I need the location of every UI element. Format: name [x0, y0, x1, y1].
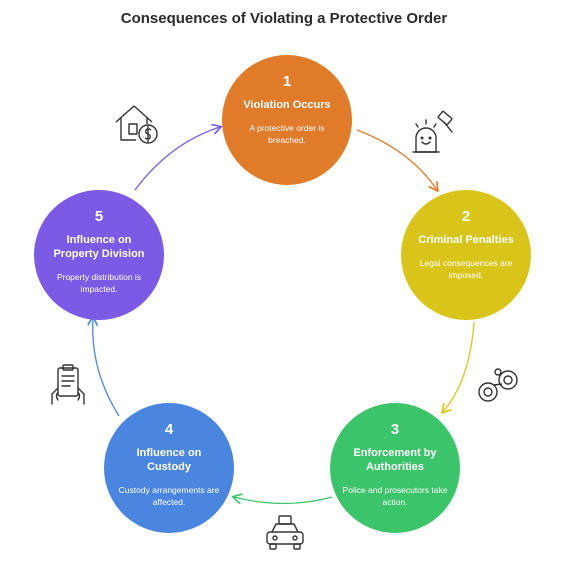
step-4-number: 4 — [164, 421, 174, 438]
police-car-icon — [262, 510, 308, 554]
step-4-circle: 4 Influence on Custody Custody arrangeme… — [104, 403, 234, 533]
house-dollar-icon — [112, 100, 162, 148]
step-1-description: A protective order is breached. — [249, 123, 325, 145]
step-2-heading: Criminal Penalties — [418, 234, 514, 246]
step-3-number: 3 — [390, 421, 400, 438]
step-3-description: Police and prosecutors take action. — [342, 485, 448, 507]
step-1-circle: 1 Violation Occurs A protective order is… — [222, 55, 352, 185]
arrow-2-to-3 — [443, 321, 475, 412]
alarm-gavel-icon — [408, 108, 458, 158]
step-4-heading: Influence on Custody — [136, 447, 202, 473]
step-5-description: Property distribution is impacted. — [56, 272, 142, 294]
step-5-heading: Influence on Property Division — [53, 234, 145, 260]
arrow-3-to-4 — [234, 497, 333, 505]
step-3-circle: 3 Enforcement by Authorities Police and … — [330, 403, 460, 533]
step-3-heading: Enforcement by Authorities — [353, 447, 437, 473]
step-1-number: 1 — [282, 73, 292, 90]
step-5-number: 5 — [94, 208, 104, 225]
step-1-heading: Violation Occurs — [243, 99, 331, 111]
step-5-circle: 5 Influence on Property Division Propert… — [34, 190, 164, 320]
step-4-description: Custody arrangements are affected. — [118, 485, 220, 507]
diagram-title: Consequences of Violating a Protective O… — [120, 10, 448, 27]
arrow-4-to-5 — [93, 318, 120, 417]
handcuffs-icon — [474, 362, 526, 410]
step-2-circle: 2 Criminal Penalties Legal consequences … — [401, 190, 531, 320]
arrow-1-to-2 — [356, 129, 437, 190]
step-2-description: Legal consequences are imposed. — [419, 258, 513, 280]
step-2-number: 2 — [461, 208, 471, 225]
clipboard-hands-icon — [44, 362, 92, 410]
arrow-5-to-1 — [134, 127, 220, 191]
